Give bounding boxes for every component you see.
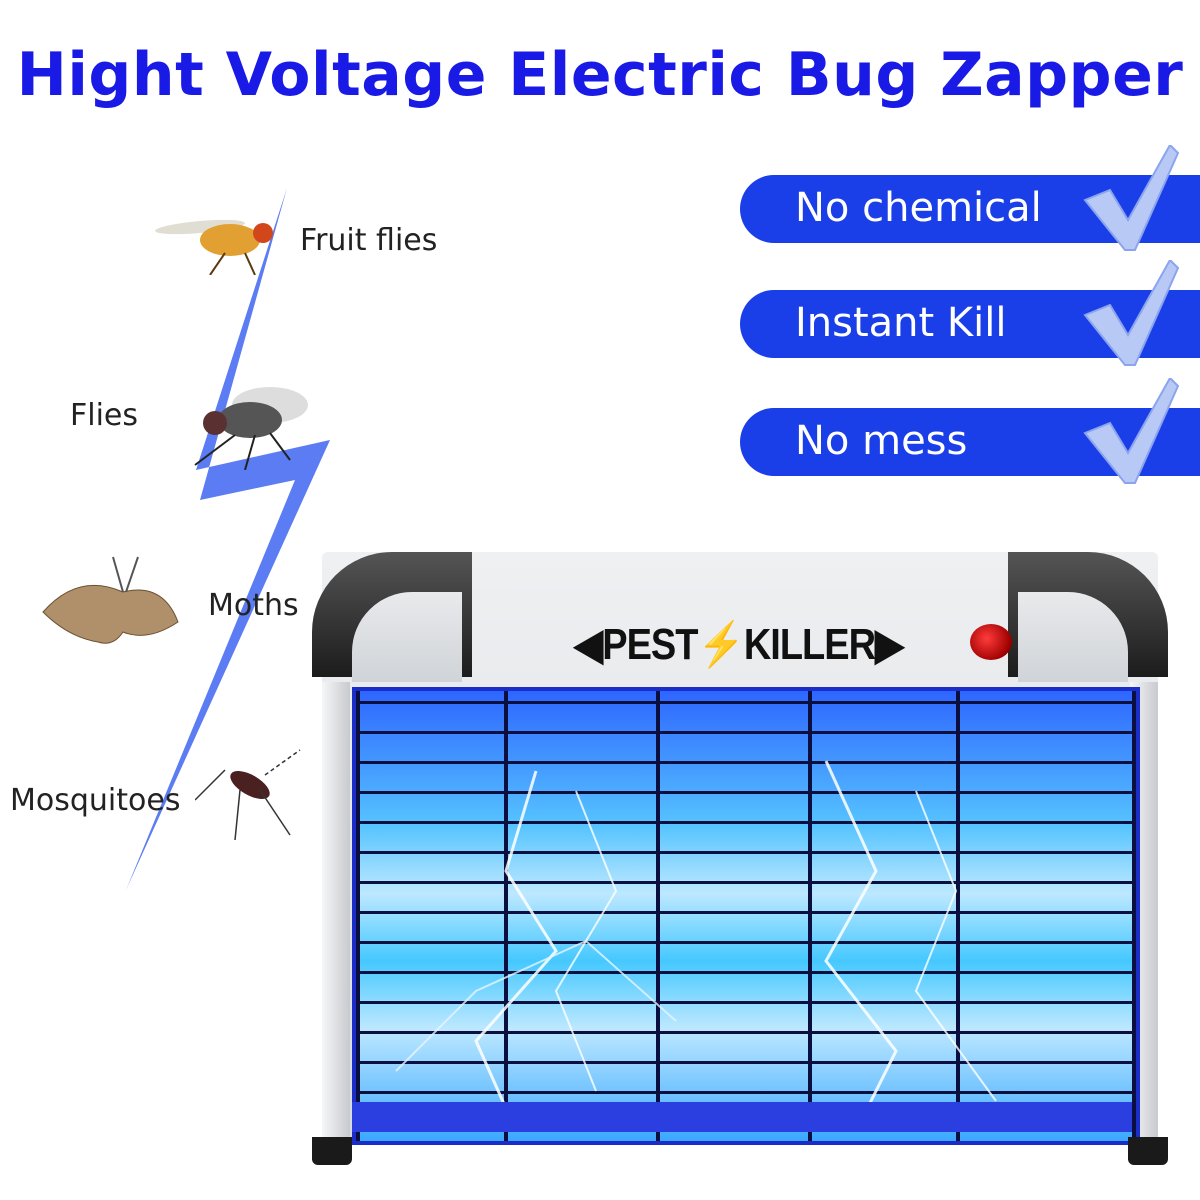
collection-tray[interactable]: [352, 1102, 1132, 1132]
fruit-fly-icon: [155, 219, 273, 275]
feature-pill-no-mess: No mess: [740, 378, 1200, 484]
feature-label: No mess: [795, 418, 968, 464]
left-handle: [312, 552, 472, 682]
feature-label: Instant Kill: [795, 300, 1007, 346]
checkmark-icon: [1083, 145, 1180, 251]
right-foot: [1128, 1137, 1168, 1165]
bug-label-fruit-flies: Fruit flies: [300, 223, 438, 258]
feature-label: No chemical: [795, 185, 1042, 231]
feature-pill-no-chemical: No chemical: [740, 145, 1200, 251]
feature-pill-instant-kill: Instant Kill: [740, 260, 1200, 366]
page-title: Hight Voltage Electric Bug Zapper: [16, 40, 1184, 110]
left-foot: [312, 1137, 352, 1165]
left-frame-post: [322, 682, 350, 1142]
bug-label-moths: Moths: [208, 588, 299, 623]
moth-icon: [42, 556, 179, 644]
bug-label-mosquitoes: Mosquitoes: [10, 783, 181, 818]
electric-spark-icon: [395, 760, 997, 1132]
checkmark-icon: [1083, 378, 1180, 484]
bug-label-flies: Flies: [70, 398, 139, 433]
mosquito-icon: [195, 749, 301, 840]
arrow-left-icon: ◀: [574, 620, 603, 670]
electric-grid: [352, 687, 1140, 1145]
lightning-logo-icon: ⚡: [697, 620, 744, 670]
brand-logo: ◀PEST⚡KILLER▶: [574, 620, 904, 670]
checkmark-icon: [1083, 260, 1180, 366]
right-handle: [1008, 552, 1168, 682]
arrow-right-icon: ▶: [875, 620, 904, 670]
bug-zapper-product: ◀PEST⚡KILLER▶: [312, 552, 1168, 1165]
housefly-icon: [194, 387, 308, 470]
power-switch[interactable]: [970, 624, 1012, 660]
